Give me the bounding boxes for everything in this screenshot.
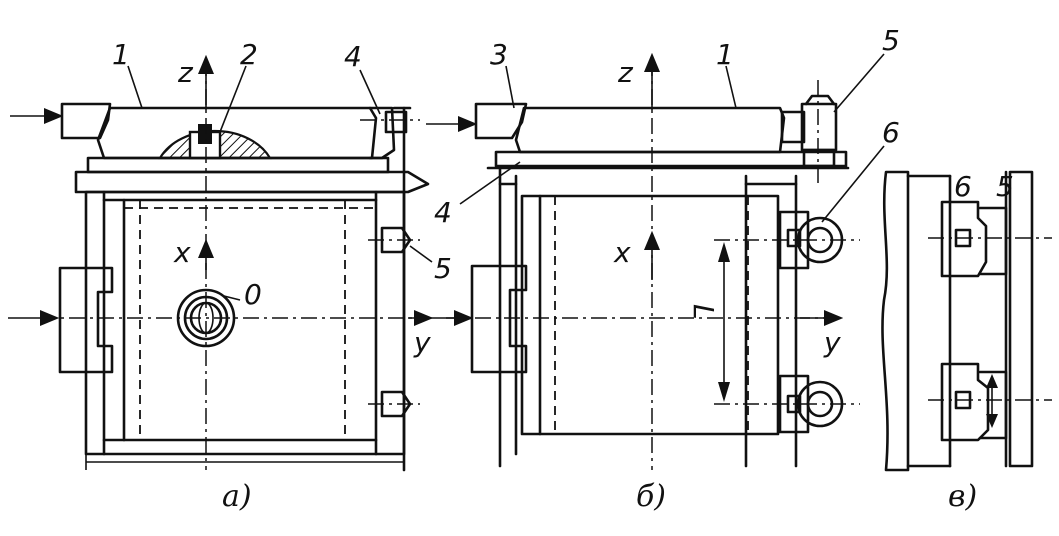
view-b-callout-3: 3 [490,38,508,71]
view-a-leader-5 [409,245,433,263]
view-v-motion-arrow-up [986,374,998,388]
view-b-dimension-arrow-top [718,242,730,262]
view-b-callout-5: 5 [882,24,900,57]
view-b-y-label: y [823,326,841,359]
view-v-bottom-locator [940,362,1008,442]
view-b-leader-5 [833,53,885,113]
view-a-leader-4 [359,69,381,115]
view-b-caption: б) [636,479,666,514]
view-b-callout-4: 4 [434,196,452,229]
view-a-callout-4: 4 [344,40,362,73]
view-a-caption: а) [222,479,252,514]
view-b-callout-1: 1 [716,38,734,71]
view-v: 6 5 в) [881,170,1052,514]
view-v-callout-6: 6 [954,170,972,203]
view-b-z-label: z [617,56,634,89]
view-v-top-locator [940,200,1008,278]
view-v-right-wall [1008,170,1034,468]
view-b-leader-6 [821,145,885,223]
view-v-motion-arrow-down [986,414,998,428]
view-b-dimension-label: L [687,304,720,320]
view-b-leader-4 [459,161,521,205]
view-a-y-label: y [413,326,431,359]
view-b-leader-3 [505,65,515,109]
view-a: 1 2 4 5 z x y 0 а) [8,38,452,514]
view-a-top-part [60,102,430,472]
view-a-callout-2: 2 [240,38,258,71]
view-a-callout-1: 1 [112,38,130,71]
view-b-leader-1 [725,65,737,109]
view-b: L 3 1 5 6 4 z x y б) [426,24,900,514]
view-b-dimension-arrow-bottom [718,382,730,402]
view-a-callout-5: 5 [434,252,452,285]
view-a-leader-2 [219,65,247,133]
view-a-leader-1 [127,65,143,109]
view-v-caption: в) [948,479,977,514]
view-b-callout-6: 6 [882,116,900,149]
view-a-leader-origin [223,295,241,301]
view-a-origin-label: 0 [244,278,262,311]
view-a-x-label: x [173,236,191,269]
view-b-x-label: x [613,236,631,269]
view-v-left-wall [881,170,910,472]
view-b-table-body [470,166,844,468]
view-a-table-body [58,190,412,470]
view-a-z-label: z [177,56,194,89]
view-v-callout-5: 5 [996,170,1014,203]
view-b-top-part [474,94,850,170]
